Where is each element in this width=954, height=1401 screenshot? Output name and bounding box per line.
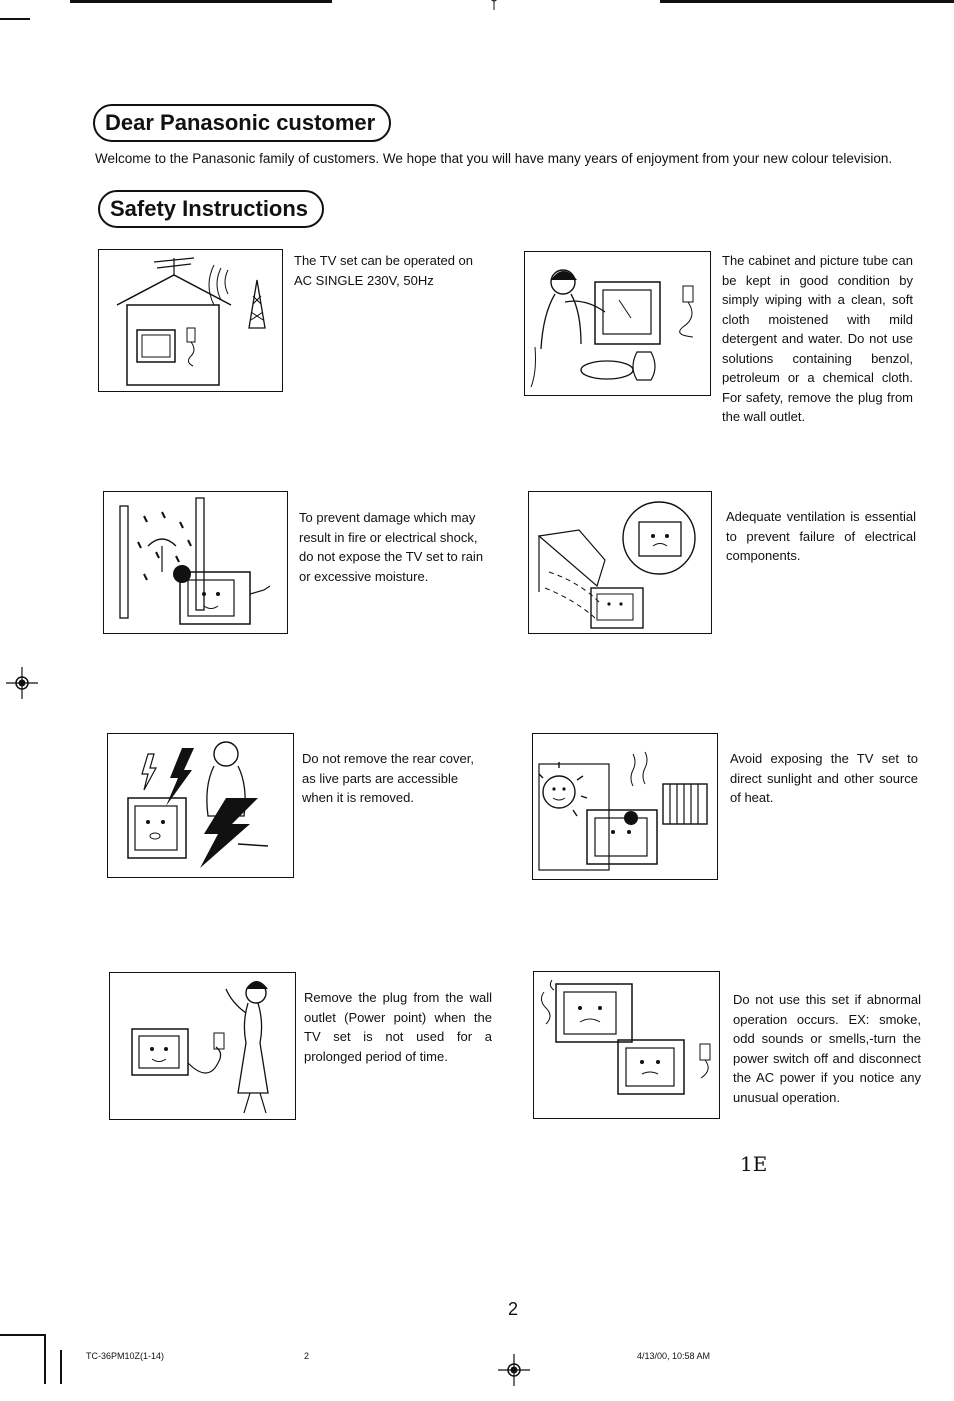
crop-mark <box>0 18 30 20</box>
illustration-house-antenna-tv <box>98 249 283 392</box>
crop-mark <box>0 1334 45 1336</box>
registration-mark-icon <box>498 1354 530 1386</box>
crop-mark <box>70 0 332 3</box>
instruction-text-rear-cover: Do not remove the rear cover, as live pa… <box>302 751 474 805</box>
welcome-text: Welcome to the Panasonic family of custo… <box>95 151 893 166</box>
instruction-text-power: The TV set can be operated on AC SINGLE … <box>294 253 473 288</box>
crop-mark <box>44 1334 46 1384</box>
illustration-tv-sun-heater <box>532 733 718 880</box>
crop-mark <box>660 0 954 3</box>
instruction-text-heat: Avoid exposing the TV set to direct sunl… <box>730 751 918 805</box>
registration-mark-icon <box>491 0 497 10</box>
registration-mark-icon <box>6 667 38 699</box>
page-title: Dear Panasonic customer <box>93 104 392 142</box>
instruction-text-unplug: Remove the plug from the wall outlet (Po… <box>304 990 492 1064</box>
instruction-text-moisture: To prevent damage which may result in fi… <box>299 510 484 584</box>
handwritten-initials: 1E <box>740 1152 768 1176</box>
illustration-tv-in-rain <box>103 491 288 634</box>
instruction-text-cleaning: The cabinet and picture tube can be kept… <box>722 253 913 424</box>
instruction-text-ventilation: Adequate ventilation is essential to pre… <box>726 509 916 563</box>
instruction-text-abnormal: Do not use this set if abnormal operatio… <box>733 992 921 1105</box>
footer-page: 2 <box>304 1351 310 1361</box>
illustration-man-opening-tv-shock <box>107 733 294 878</box>
illustration-tv-abnormal-operation <box>533 971 720 1119</box>
footer-model: TC-36PM10Z(1-14) <box>86 1351 165 1361</box>
illustration-tv-ventilation <box>528 491 712 634</box>
illustration-woman-cleaning-tv <box>524 251 711 396</box>
page-number: 2 <box>508 1299 519 1319</box>
illustration-woman-unplugging-tv <box>109 972 296 1120</box>
crop-mark <box>60 1350 62 1384</box>
footer-timestamp: 4/13/00, 10:58 AM <box>637 1351 711 1361</box>
section-heading-safety: Safety Instructions <box>98 190 325 228</box>
